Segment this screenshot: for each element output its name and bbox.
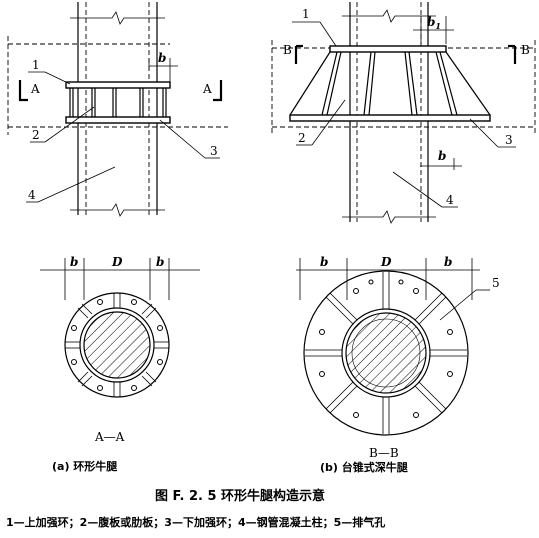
plan-b: b D b 5 B—B (b) 台锥式深牛腿 (296, 255, 500, 474)
callout-b-1: 1 (302, 7, 310, 21)
figure-legend: 1—上加强环；2—腹板或肋板；3—下加强环；4—钢管混凝土柱；5—排气孔 (6, 515, 385, 529)
figure-title: 图 F. 2. 5 环形牛腿构造示意 (155, 488, 325, 504)
subcaption-b: (b) 台锥式深牛腿 (320, 460, 409, 474)
elevation-a: A A b 1 2 3 4 (7, 2, 228, 217)
callout-b-4: 4 (446, 193, 454, 207)
plan-a: b D b A—A (a) 环形牛腿 (40, 255, 200, 473)
dim-D-plan-b: D (380, 255, 392, 269)
section-marker-a-right: A (202, 82, 212, 96)
subcaption-a: (a) 环形牛腿 (52, 459, 118, 473)
callout-a-4: 4 (28, 188, 36, 202)
dim-b1-b-elev: b1 (427, 15, 441, 31)
section-title-a: A—A (94, 430, 125, 444)
section-marker-b-right: B (521, 43, 530, 57)
section-title-b: B—B (369, 446, 399, 460)
section-marker-b-left: B (283, 43, 292, 57)
callout-b-3: 3 (505, 133, 513, 147)
dim-b-plan-a-right: b (156, 255, 164, 269)
callout-a-2: 2 (32, 128, 40, 142)
dim-b-plan-b-right: b (444, 255, 452, 269)
callout-a-1: 1 (32, 58, 40, 72)
section-marker-a-left: A (30, 82, 40, 96)
callout-b-2: 2 (298, 131, 306, 145)
callout-b-5: 5 (492, 276, 500, 290)
callout-a-3: 3 (210, 144, 218, 158)
dim-b-a-elev: b (158, 51, 166, 65)
elevation-b: B B b1 b 1 2 3 4 (271, 2, 536, 224)
dim-b-plan-b-left: b (320, 255, 328, 269)
dim-D-plan-a: D (111, 255, 123, 269)
dim-b-b-elev: b (438, 149, 446, 163)
dim-b-plan-a-left: b (70, 255, 78, 269)
